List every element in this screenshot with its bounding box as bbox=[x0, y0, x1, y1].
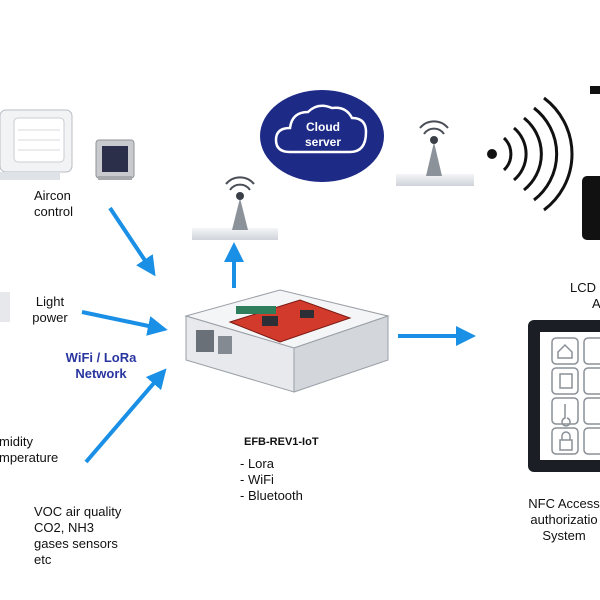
arrow-aircon-to-board bbox=[108, 206, 156, 277]
antenna-tower-icon bbox=[396, 120, 474, 186]
lcd-access-panel-icon bbox=[528, 320, 600, 472]
aircon-unit-icon bbox=[0, 109, 73, 180]
arrow-sensors-to-board bbox=[84, 368, 167, 464]
rf-module-icon bbox=[95, 139, 135, 180]
light-icon bbox=[0, 292, 10, 322]
smartphone-icon bbox=[582, 86, 600, 240]
iot-board-icon bbox=[184, 289, 390, 393]
antenna-tower-icon bbox=[192, 176, 278, 240]
cloud-server-icon bbox=[260, 90, 384, 182]
feature-lora: - Lora bbox=[240, 456, 274, 471]
feature-wifi: - WiFi bbox=[240, 472, 274, 487]
flow-arrows bbox=[81, 206, 476, 464]
arrow-light-to-board bbox=[81, 310, 168, 336]
board-features-list: - Lora - WiFi - Bluetooth bbox=[240, 456, 303, 504]
board-name-label: EFB-REV1-IoT bbox=[244, 436, 319, 448]
wireless-signal-icon bbox=[487, 96, 574, 212]
feature-bluetooth: - Bluetooth bbox=[240, 488, 303, 503]
